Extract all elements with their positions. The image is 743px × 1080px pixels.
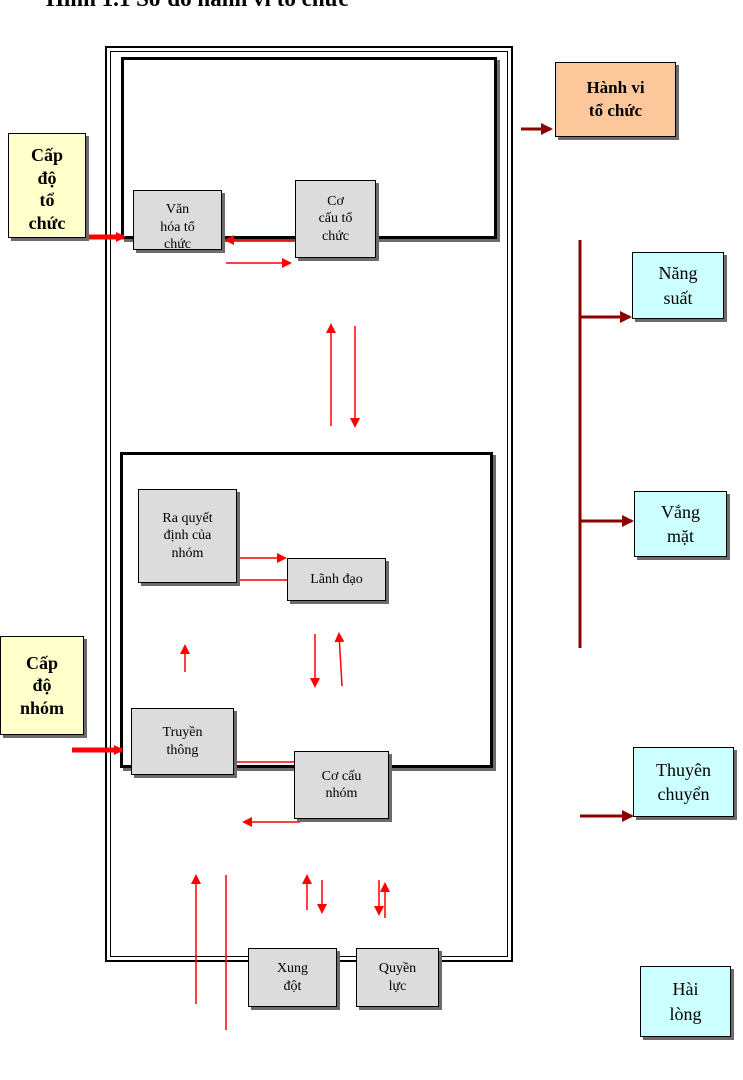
outcome-turnover-label: Thuyên chuyển — [656, 759, 711, 804]
group-level-label: Cấp độ nhóm — [19, 652, 64, 718]
group-decision-box: Ra quyết định của nhóm — [138, 489, 237, 583]
conflict-label: Xung đột — [276, 961, 309, 994]
organizational-behavior-label: Hành vi tổ chức — [586, 77, 645, 120]
power-box: Quyền lực — [356, 948, 439, 1007]
organization-level-label: Cấp độ tổ chức — [28, 145, 66, 233]
group-level-box: Cấp độ nhóm — [0, 636, 84, 735]
group-decision-label: Ra quyết định của nhóm — [162, 510, 213, 561]
organization-culture-label: Văn hóa tổ chức — [160, 202, 195, 250]
outcome-productivity-box: Năng suất — [632, 252, 724, 319]
outcome-absenteeism-label: Vắng mặt — [661, 501, 700, 546]
organization-structure-label: Cơ cấu tổ chức — [318, 193, 353, 244]
outcome-absenteeism-box: Vắng mặt — [634, 491, 727, 557]
organization-culture-box: Văn hóa tổ chức — [133, 190, 222, 250]
communication-label: Truyền thông — [162, 725, 203, 758]
group-structure-label: Cơ cấu nhóm — [321, 768, 362, 802]
organization-structure-box: Cơ cấu tổ chức — [295, 180, 376, 258]
diagram-title: Hình 1.1 Sơ đồ hành vi tổ chức — [46, 0, 349, 12]
outcome-satisfaction-box: Hài lòng — [640, 966, 731, 1037]
conflict-box: Xung đột — [248, 948, 337, 1007]
outcome-satisfaction-label: Hài lòng — [669, 979, 702, 1024]
leadership-box: Lãnh đạo — [287, 558, 386, 601]
outcome-productivity-label: Năng suất — [658, 263, 698, 308]
outcome-turnover-box: Thuyên chuyển — [633, 747, 734, 817]
communication-box: Truyền thông — [131, 708, 234, 775]
organizational-behavior-box: Hành vi tổ chức — [555, 62, 676, 137]
leadership-label: Lãnh đạo — [310, 571, 363, 587]
structure-up-arrow — [334, 632, 345, 687]
group-structure-box: Cơ cấu nhóm — [294, 751, 389, 819]
power-label: Quyền lực — [378, 961, 417, 994]
organization-level-box: Cấp độ tổ chức — [8, 133, 86, 238]
